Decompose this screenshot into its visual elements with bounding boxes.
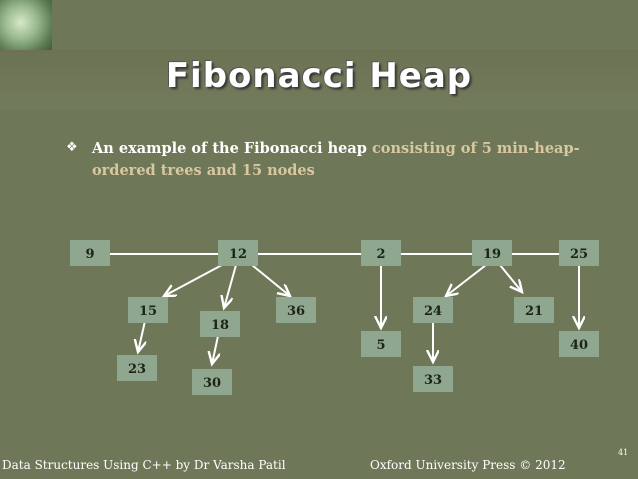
node-19-label: 19 bbox=[483, 247, 501, 262]
node-36-label: 36 bbox=[287, 304, 305, 319]
node-40: 40 bbox=[559, 331, 599, 357]
node-19: 19 bbox=[472, 240, 512, 266]
node-18-label: 18 bbox=[211, 318, 229, 333]
footer-publisher: Oxford University Press © 2012 bbox=[370, 458, 566, 472]
slide-title: Fibonacci Heap bbox=[165, 56, 473, 96]
bullet-text: An example of the Fibonacci heap consist… bbox=[92, 138, 592, 182]
node-33-label: 33 bbox=[424, 373, 442, 388]
node-25-label: 25 bbox=[570, 247, 588, 262]
diamond-bullet-icon: ❖ bbox=[66, 140, 78, 155]
node-30-label: 30 bbox=[203, 376, 221, 391]
node-21-label: 21 bbox=[525, 304, 543, 319]
node-24-label: 24 bbox=[424, 304, 442, 319]
node-21: 21 bbox=[514, 297, 554, 323]
node-12: 12 bbox=[218, 240, 258, 266]
edge-12-15 bbox=[164, 264, 223, 296]
node-25: 25 bbox=[559, 240, 599, 266]
edge-18-30 bbox=[212, 335, 218, 364]
node-23-label: 23 bbox=[128, 362, 146, 377]
node-5-label: 5 bbox=[376, 338, 385, 353]
footer-author: Data Structures Using C++ by Dr Varsha P… bbox=[2, 458, 286, 472]
bullet-text-highlight: consisting of 5 min-heap-ordered trees a… bbox=[92, 140, 580, 179]
edge-12-18 bbox=[224, 264, 237, 308]
node-2-label: 2 bbox=[376, 247, 385, 262]
node-2: 2 bbox=[361, 240, 401, 266]
node-5: 5 bbox=[361, 331, 401, 357]
node-30: 30 bbox=[192, 369, 232, 395]
page-number: 41 bbox=[618, 448, 629, 457]
node-9: 9 bbox=[70, 240, 110, 266]
bullet-text-part1: An example of the Fibonacci heap bbox=[92, 140, 372, 157]
node-24: 24 bbox=[413, 297, 453, 323]
logo bbox=[0, 0, 52, 50]
edge-19-24 bbox=[446, 264, 487, 296]
title-bar bbox=[0, 50, 638, 110]
node-18: 18 bbox=[200, 311, 240, 337]
edge-15-23 bbox=[138, 320, 145, 352]
node-15-label: 15 bbox=[139, 304, 157, 319]
node-23: 23 bbox=[117, 355, 157, 381]
node-9-label: 9 bbox=[85, 247, 94, 262]
edge-12-36 bbox=[251, 264, 290, 296]
node-36: 36 bbox=[276, 297, 316, 323]
edge-19-21 bbox=[499, 264, 522, 292]
node-40-label: 40 bbox=[570, 338, 588, 353]
node-15: 15 bbox=[128, 297, 168, 323]
node-12-label: 12 bbox=[229, 247, 247, 262]
node-33: 33 bbox=[413, 366, 453, 392]
